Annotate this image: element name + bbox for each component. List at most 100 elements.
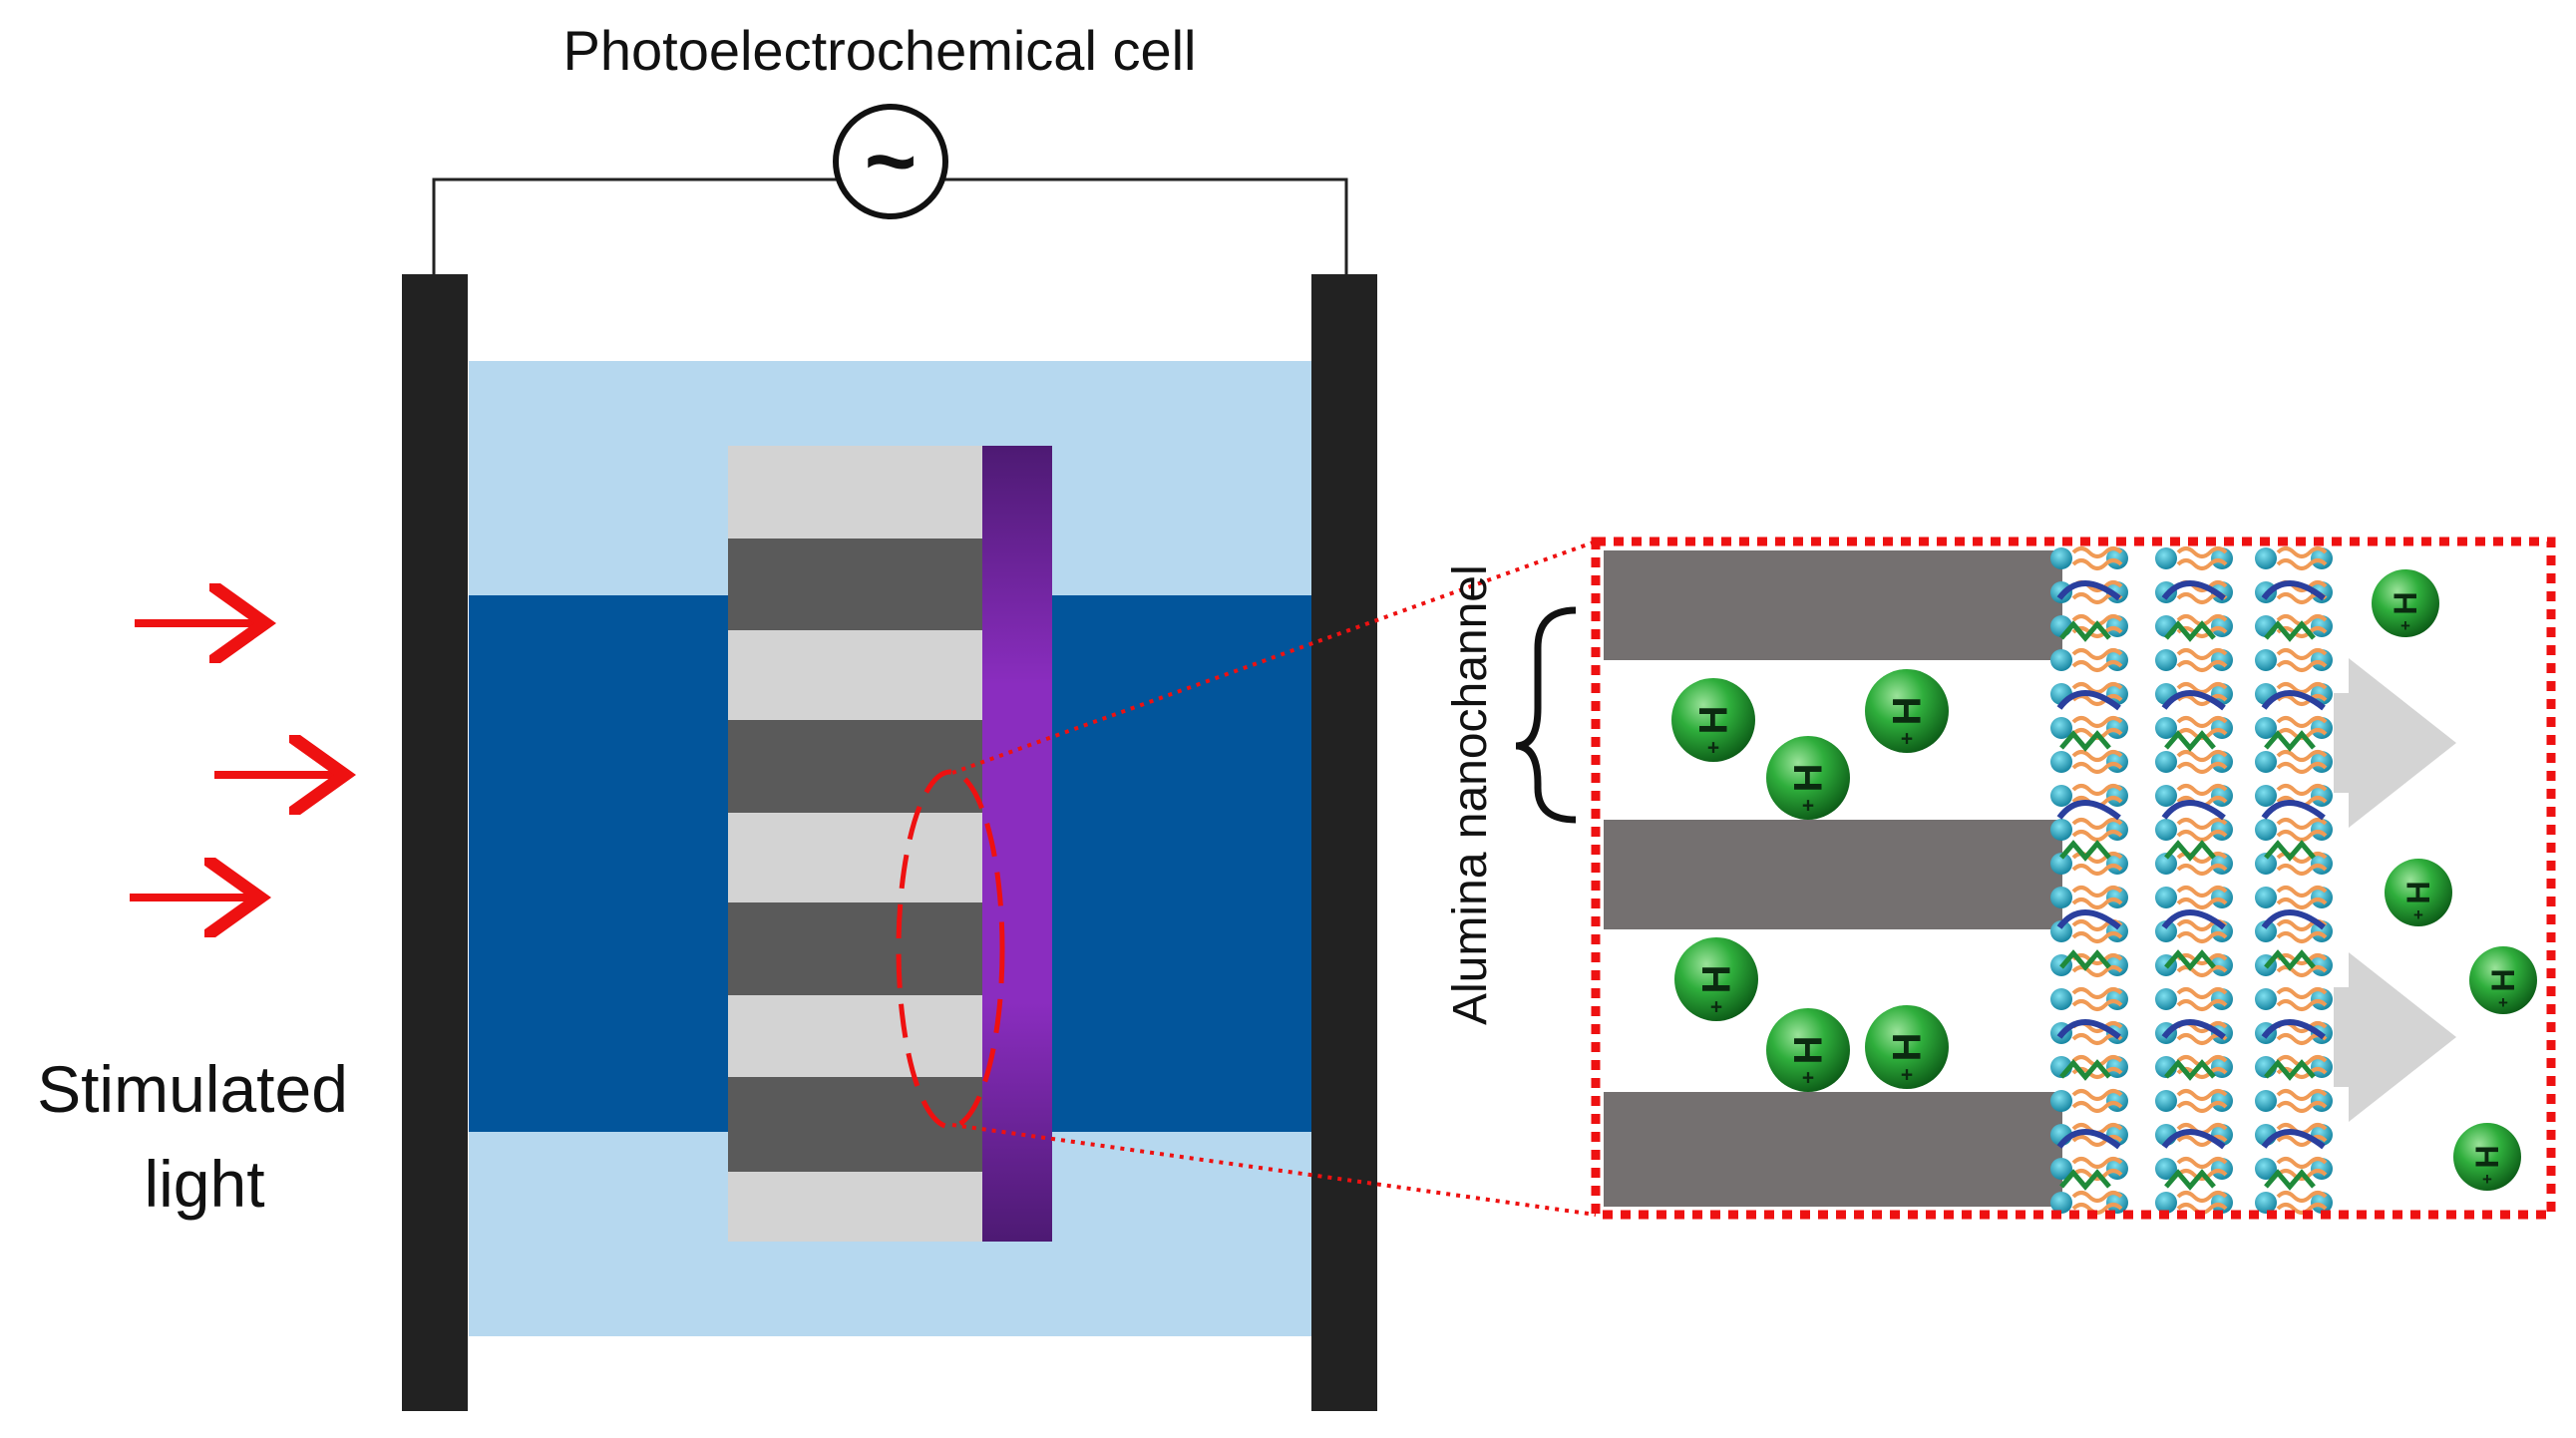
lipid-head [2311,920,2333,942]
lipid-head [2106,819,2128,841]
lipid-head [2155,751,2177,773]
protein-helix [2056,580,2121,601]
membrane-stripe-dark [728,539,982,630]
protein-strand [2059,730,2111,752]
lipid-head [2255,1192,2277,1214]
lipid-head [2311,819,2333,841]
lipid-head [2106,1090,2128,1112]
lipid-head [2106,581,2128,603]
lipid-tail [2276,987,2328,1011]
protein-helix [2161,580,2226,601]
lipid-head [2106,853,2128,875]
inset-border [1591,537,2556,1220]
protein-helix [2261,690,2326,711]
lipid-tail [2276,1157,2328,1181]
membrane-stripe-light [728,995,982,1077]
lipid-head [2211,954,2233,976]
alumina-wall [1604,1092,2062,1207]
proton-icon [1674,937,1758,1021]
lipid-head [2155,547,2177,569]
lipid-head [2106,751,2128,773]
lipid-head [2311,1090,2333,1112]
lipid-tail [2071,750,2123,774]
lipid-head [2211,1158,2233,1180]
lipid-head [2211,717,2233,739]
protein-strand [2059,1059,2111,1081]
lipid-head [2050,1192,2072,1214]
protein-strand [2164,840,2216,862]
proton-charge: + [1802,794,1814,817]
proton-charge: + [2498,993,2508,1012]
lipid-head [2311,954,2333,976]
lipid-head [2155,819,2177,841]
lipid-head [2211,988,2233,1010]
lipid-head [2106,954,2128,976]
proton-charge: + [1802,1066,1814,1089]
lipid-tail [2276,648,2328,672]
lipid-head [2155,785,2177,807]
nanochannel-label: Alumina nanochannel [1444,564,1497,1025]
protein-strand [2264,840,2316,862]
proton-icon [1766,736,1850,820]
membrane-stripe-dark [728,902,982,995]
lipid-head [2311,1192,2333,1214]
lipid-head [2155,920,2177,942]
zoom-highlight-ellipse [896,769,1005,1130]
lipid-head [2255,547,2277,569]
lipid-tail [2276,1089,2328,1113]
protein-helix [2056,800,2121,821]
lipid-head [2211,615,2233,637]
proton-flow-arrow [2334,658,2456,828]
lipid-head [2255,853,2277,875]
lipid-head [2255,1158,2277,1180]
membrane-stripe-light [728,446,982,539]
lipid-head [2106,1056,2128,1078]
protein-strand [2164,620,2216,642]
lipid-head [2155,853,2177,875]
proton-flow-arrow [2334,952,2456,1122]
lipid-head [2255,1090,2277,1112]
protein-helix [2161,909,2226,930]
protein-helix [2261,1019,2326,1040]
lipid-head [2255,819,2277,841]
lipid-head [2311,887,2333,908]
lipid-head [2106,1158,2128,1180]
protein-strand [2059,620,2111,642]
alumina-wall [1604,820,2062,929]
lipid-head [2106,615,2128,637]
lipid-head [2106,785,2128,807]
lipid-tail [2276,818,2328,842]
lipid-tail [2176,886,2228,909]
lipid-head [2255,988,2277,1010]
lipid-tail [2071,987,2123,1011]
proton-icon [2469,946,2537,1014]
protein-strand [2264,620,2316,642]
proton-charge: + [2482,1170,2492,1189]
lipid-head [2155,1158,2177,1180]
lipid-bilayer-layer [2050,546,2333,1215]
protein-strand [2164,949,2216,971]
lipid-head [2311,751,2333,773]
protein-helix [2161,1129,2226,1150]
lipid-tail [2071,953,2123,977]
lipid-head [2211,1090,2233,1112]
lipid-head [2106,1192,2128,1214]
lipid-head [2255,751,2277,773]
protein-strand [2164,1059,2216,1081]
proton-symbol: H [2469,1145,2505,1168]
proton-symbol: H [2388,591,2423,614]
lipid-head [2106,988,2128,1010]
lipid-head [2050,887,2072,908]
protein-helix [2261,800,2326,821]
lipid-head [2255,717,2277,739]
protein-strand [2059,949,2111,971]
lipid-head [2050,920,2072,942]
protein-strand [2059,840,2111,862]
lipid-head [2050,1090,2072,1112]
proton-charge: + [1901,727,1913,750]
lipid-tail [2176,750,2228,774]
lipid-tail [2276,953,2328,977]
lipid-head [2050,649,2072,671]
protein-helix [2261,580,2326,601]
